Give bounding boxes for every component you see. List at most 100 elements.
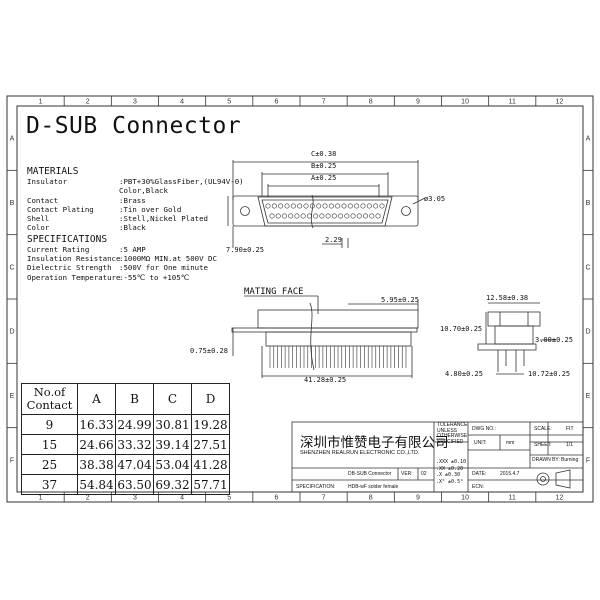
table-cell-c: 39.14	[153, 434, 192, 455]
material-label: Color	[27, 223, 50, 233]
material-value: :Tin over Gold	[119, 204, 182, 214]
grid-column-label: 4	[180, 495, 184, 502]
material-label: Contact Plating	[27, 204, 94, 214]
material-row: Color,Black	[27, 186, 244, 195]
dim-shell: 0.75±0.28	[190, 347, 228, 355]
grid-column-label: 1	[39, 495, 43, 502]
grid-column-label: 5	[227, 495, 231, 502]
grid-row-label: E	[586, 393, 591, 400]
contact-hole	[338, 213, 344, 219]
spec-row: Operation Temperature:-55℃ to +105℃	[27, 273, 244, 282]
dim-depth: 5.95±0.25	[381, 296, 419, 304]
scale-value: FIT	[566, 426, 574, 432]
unit-label: UNIT:	[474, 440, 487, 446]
contact-hole	[325, 213, 331, 219]
table-cell-c: 53.04	[153, 454, 192, 475]
grid-column-label: 11	[509, 99, 516, 106]
contact-hole	[363, 213, 369, 219]
table-cell-n: 15	[21, 434, 78, 455]
grid-column-label: 6	[274, 495, 278, 502]
dim-a: A±0.25	[311, 174, 337, 182]
contact-hole	[303, 203, 309, 209]
grid-column-label: 12	[556, 495, 564, 502]
grid-column-label: 4	[180, 99, 184, 106]
spec-label: Operation Temperature	[27, 272, 121, 282]
grid-column-label: 12	[556, 99, 564, 106]
grid-row-label: E	[10, 393, 15, 400]
material-row: Contact Plating :Tin over Gold	[27, 205, 244, 214]
spec-label: Insulation Resistance	[27, 254, 121, 264]
contact-hole	[297, 203, 303, 209]
grid-row-label: F	[586, 457, 590, 464]
dwg-no-label: DWG NO.:	[472, 426, 496, 432]
dim-hole: ø3.05	[424, 195, 446, 203]
grid-column-label: 7	[322, 495, 326, 502]
material-value: Color,Black	[119, 186, 168, 196]
contact-hole	[265, 203, 271, 209]
contact-hole	[328, 203, 334, 209]
sheet-label: SHEET:	[534, 442, 552, 448]
table-cell-b: 24.99	[115, 414, 154, 435]
table-cell-b: 47.04	[115, 454, 154, 475]
dim-row-span: 10.72±0.25	[528, 370, 571, 378]
contact-hole	[316, 203, 322, 209]
table-cell-b: 63.50	[115, 474, 154, 495]
grid-column-label: 6	[274, 99, 278, 106]
date-value: 2015.4.7	[500, 471, 520, 477]
dim-end-height: 10.70±0.25	[440, 325, 483, 333]
contact-hole	[373, 203, 379, 209]
side-view	[231, 295, 419, 378]
company-name-en: SHENZHEN REALRUN ELECTRONIC CO.,LTD.	[300, 450, 420, 456]
dim-length: 41.28±0.25	[304, 376, 347, 384]
grid-row-label: A	[586, 136, 591, 143]
spec-value: HDB-wF solder female	[348, 484, 399, 490]
spec-value: :-55℃ to +105℃	[119, 272, 189, 282]
contact-hole	[360, 203, 366, 209]
material-value: :Stell,Nickel Plated	[119, 214, 208, 224]
ecn-label: ECN:	[472, 484, 484, 490]
ver-label: VER:	[401, 471, 413, 477]
dim-pitch: 2.29	[325, 236, 342, 244]
dim-tail: 3.00±0.25	[535, 336, 573, 344]
contact-hole	[322, 203, 328, 209]
spec-value: :500V for One minute	[119, 263, 208, 273]
table-cell-b: 33.32	[115, 434, 154, 455]
grid-column-label: 3	[133, 99, 137, 106]
table-cell-n: 25	[21, 454, 78, 475]
table-cell-c: 69.32	[153, 474, 192, 495]
title-block	[291, 421, 584, 493]
grid-row-label: A	[10, 136, 15, 143]
grid-column-label: 7	[322, 99, 326, 106]
dim-width: 12.58±0.38	[486, 294, 529, 302]
table-cell-a: 38.38	[77, 454, 116, 475]
spec-value: :5 AMP	[119, 244, 146, 254]
company-name-cn: 深圳市惟赞电子有限公司	[300, 435, 449, 451]
contact-hole	[269, 213, 275, 219]
drawn-value: Burning	[561, 457, 579, 463]
material-value: :Black	[119, 223, 146, 233]
grid-column-label: 2	[86, 495, 90, 502]
grid-column-label: 2	[86, 99, 90, 106]
grid-column-label: 5	[227, 99, 231, 106]
tolerance-note: TOLERANCE UNLESS OTHERWISE SPECIFIED	[437, 422, 468, 445]
contact-hole	[369, 213, 375, 219]
dim-height: 7.90±0.25	[226, 246, 264, 254]
date-label: DATE:	[472, 471, 487, 477]
contact-hole	[294, 213, 300, 219]
grid-column-label: 8	[369, 495, 373, 502]
contact-hole	[290, 203, 296, 209]
dim-offset: 4.80±0.25	[445, 370, 483, 378]
contact-hole	[284, 203, 290, 209]
spec-row: Current Rating:5 AMP	[27, 245, 244, 254]
col-a-header: A	[77, 383, 116, 415]
contacts-header: No.of Contact	[21, 383, 78, 415]
spec-row: Dielectric Strength :500V for One minute	[27, 263, 244, 272]
drawn-label: DRAWN BY:	[532, 457, 560, 463]
contact-hole	[375, 213, 381, 219]
spec-label: Dielectric Strength	[27, 263, 112, 273]
